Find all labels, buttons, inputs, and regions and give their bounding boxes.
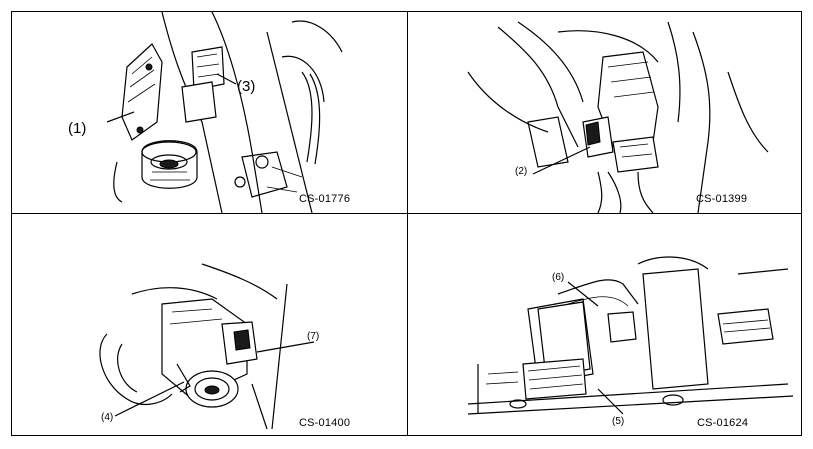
grid-divider-vertical: [407, 12, 408, 435]
callout-5: (5): [612, 416, 625, 427]
figure-code: CS-01624: [697, 417, 749, 429]
callout-3: (3): [237, 78, 256, 95]
figure-code: CS-01776: [299, 193, 351, 205]
figure-grid: (1) (3) CS-01776 (2) CS-01399: [11, 11, 802, 436]
panel-cs-01776: (1) (3) CS-01776: [12, 12, 407, 213]
callout-1: (1): [68, 120, 87, 137]
callout-2: (2): [515, 166, 528, 177]
panel-cs-01624: (6) (5) CS-01624: [408, 214, 803, 437]
callout-7: (7): [307, 331, 320, 342]
figure-code: CS-01399: [696, 193, 748, 205]
panel-cs-01400: (4) (7) CS-01400: [12, 214, 407, 437]
ignition-key-cylinder-illustration: [99, 263, 315, 430]
grid-divider-horizontal: [12, 213, 801, 214]
center-console-harness-illustration: [467, 256, 794, 415]
figure-code: CS-01400: [299, 417, 351, 429]
callout-6: (6): [552, 272, 565, 283]
panel-cs-01399: (2) CS-01399: [408, 12, 803, 213]
harness-connector-illustration: [467, 21, 769, 213]
callout-4: (4): [101, 412, 114, 423]
steering-column-connector-illustration: [106, 12, 343, 213]
